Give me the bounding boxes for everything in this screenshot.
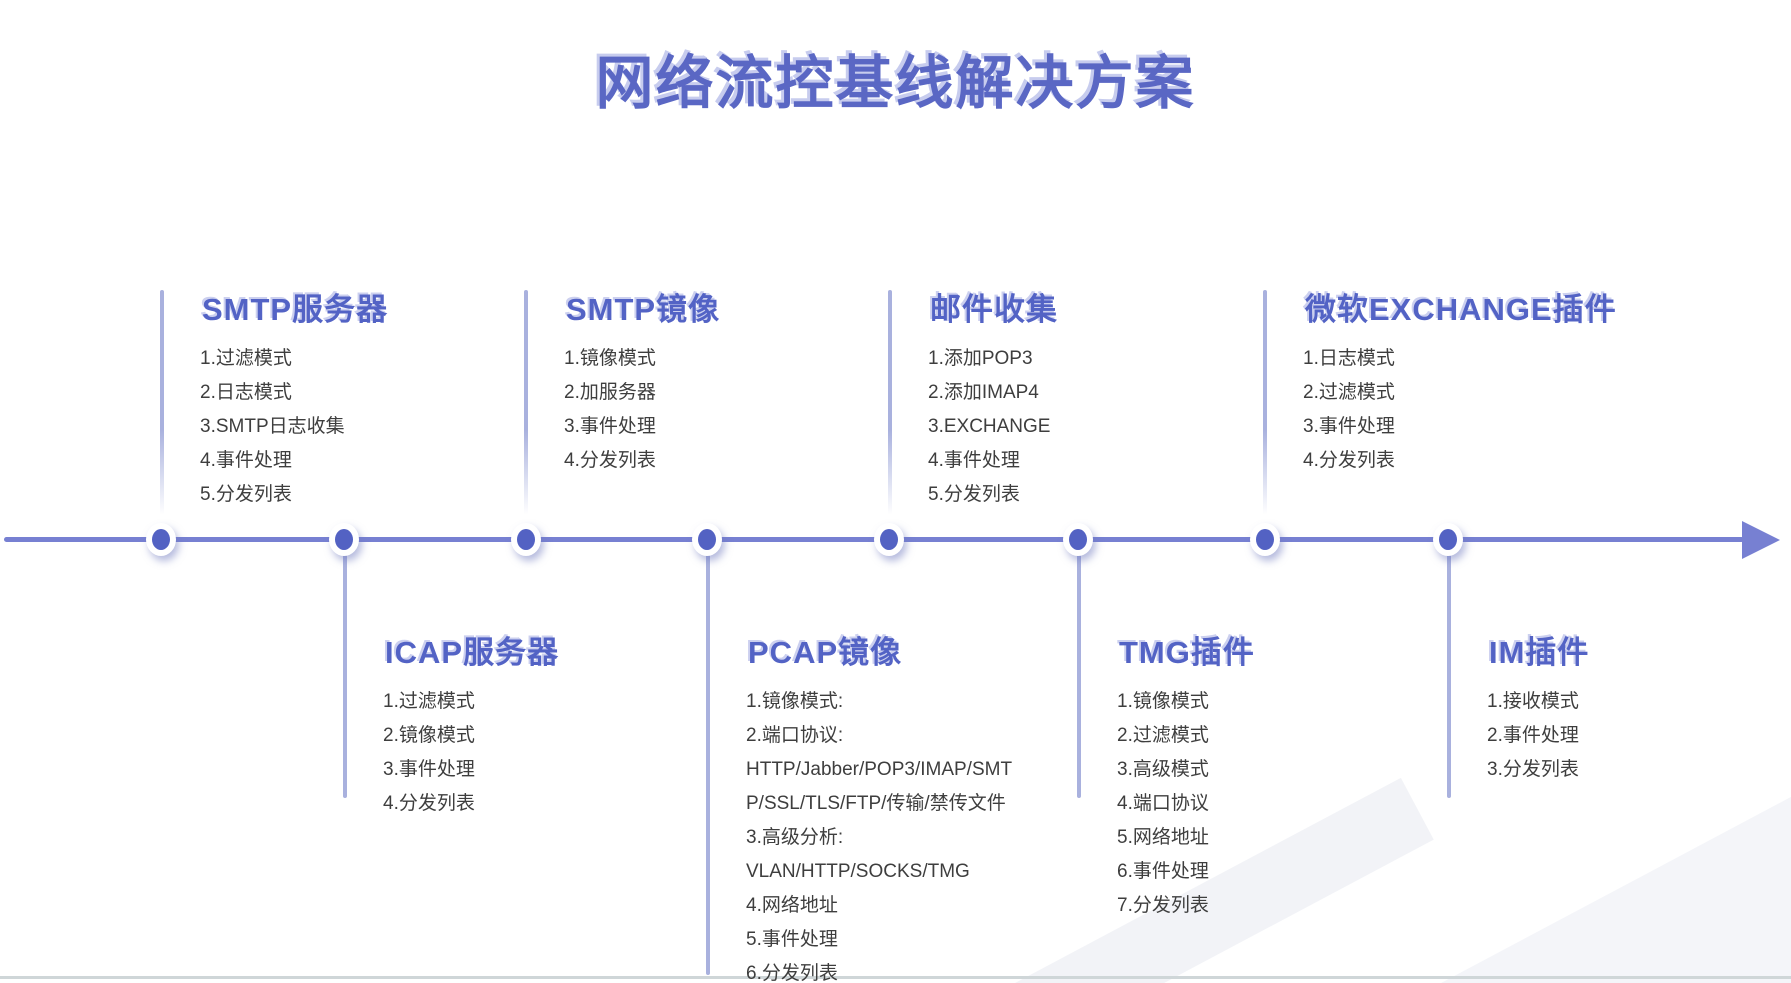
column-item: 2.端口协议: xyxy=(746,725,844,746)
column-item: 4.事件处理 xyxy=(928,450,1020,471)
column-item: 3.高级分析: xyxy=(746,827,844,848)
column-ms-exchange-plugin: 微软EXCHANGE插件 1.日志模式 2.过滤模式 3.事件处理 4.分发列表 xyxy=(1263,290,1623,515)
column-item: 1.过滤模式 xyxy=(383,691,475,712)
column-item-list: 1.镜像模式 2.过滤模式 3.高级模式 4.端口协议 5.网络地址 6.事件处理 7.分发… xyxy=(1077,685,1437,923)
column-smtp-server: SMTP服务器 1.过滤模式 2.日志模式 3.SMTP日志收集 4.事件处理 5.分发… xyxy=(160,290,520,515)
column-item: 1.接收模式 xyxy=(1487,691,1579,712)
column-item: 1.镜像模式 xyxy=(1117,691,1209,712)
column-item: VLAN/HTTP/SOCKS/TMG xyxy=(746,861,970,882)
timeline-dot xyxy=(1433,523,1463,556)
column-item: 1.添加POP3 xyxy=(928,348,1033,369)
timeline-dot xyxy=(1063,523,1093,556)
column-item: 5.事件处理 xyxy=(746,929,838,950)
column-item: 2.镜像模式 xyxy=(383,725,475,746)
column-item: 1.过滤模式 xyxy=(200,348,292,369)
column-item: 6.分发列表 xyxy=(746,963,838,983)
column-item: 3.分发列表 xyxy=(1487,759,1579,780)
column-item-list: 1.镜像模式: 2.端口协议: HTTP/Jabber/POP3/IMAP/SMT P… xyxy=(706,685,1066,983)
column-item: 2.日志模式 xyxy=(200,382,292,403)
timeline-dot xyxy=(511,523,541,556)
column-item: 2.事件处理 xyxy=(1487,725,1579,746)
column-item: 3.高级模式 xyxy=(1117,759,1209,780)
column-item: 5.分发列表 xyxy=(200,484,292,505)
column-item: 1.镜像模式: xyxy=(746,691,844,712)
column-item-list: 1.镜像模式 2.加服务器 3.事件处理 4.分发列表 xyxy=(524,342,884,478)
column-title: SMTP服务器 xyxy=(202,292,389,327)
column-item: 4.网络地址 xyxy=(746,895,838,916)
column-item: 3.事件处理 xyxy=(383,759,475,780)
column-title: IM插件 xyxy=(1489,635,1590,670)
column-connector-line xyxy=(1077,548,1081,798)
column-item: 7.分发列表 xyxy=(1117,895,1209,916)
column-item: 3.事件处理 xyxy=(1303,416,1395,437)
column-connector-line xyxy=(343,548,347,798)
column-title: PCAP镜像 xyxy=(748,635,903,670)
column-item: 3.SMTP日志收集 xyxy=(200,416,345,437)
column-title: TMG插件 xyxy=(1119,635,1255,670)
timeline-dot xyxy=(329,523,359,556)
column-item: P/SSL/TLS/FTP/传输/禁传文件 xyxy=(746,793,1006,814)
column-connector-line xyxy=(524,290,528,515)
column-title: 邮件收集 xyxy=(930,292,1058,327)
column-item: 2.过滤模式 xyxy=(1303,382,1395,403)
column-icap-server: ICAP服务器 1.过滤模式 2.镜像模式 3.事件处理 4.分发列表 xyxy=(343,548,703,814)
column-item: 6.事件处理 xyxy=(1117,861,1209,882)
column-connector-line xyxy=(1447,548,1451,798)
column-title: SMTP镜像 xyxy=(566,292,721,327)
column-item: HTTP/Jabber/POP3/IMAP/SMT xyxy=(746,759,1013,780)
timeline-arrow-icon xyxy=(1742,521,1780,559)
column-item: 1.镜像模式 xyxy=(564,348,656,369)
column-connector-line xyxy=(888,290,892,515)
column-item: 3.EXCHANGE xyxy=(928,416,1051,437)
slide-bottom-border xyxy=(0,976,1791,979)
timeline-dot xyxy=(1250,523,1280,556)
column-item: 4.分发列表 xyxy=(1303,450,1395,471)
column-connector-line xyxy=(706,548,710,975)
timeline-dot xyxy=(692,523,722,556)
column-pcap-mirror: PCAP镜像 1.镜像模式: 2.端口协议: HTTP/Jabber/POP3/IM… xyxy=(706,548,1066,983)
page-title: 网络流控基线解决方案 xyxy=(595,51,1196,116)
column-title: 微软EXCHANGE插件 xyxy=(1305,292,1617,327)
column-item: 3.事件处理 xyxy=(564,416,656,437)
column-item-list: 1.过滤模式 2.镜像模式 3.事件处理 4.分发列表 xyxy=(343,685,703,821)
column-mail-collection: 邮件收集 1.添加POP3 2.添加IMAP4 3.EXCHANGE 4.事件处理 5.… xyxy=(888,290,1248,515)
column-connector-line xyxy=(1263,290,1267,515)
column-tmg-plugin: TMG插件 1.镜像模式 2.过滤模式 3.高级模式 4.端口协议 5.网络地址 6.事件… xyxy=(1077,548,1437,916)
column-item-list: 1.接收模式 2.事件处理 3.分发列表 xyxy=(1447,685,1787,787)
column-item: 4.事件处理 xyxy=(200,450,292,471)
column-item-list: 1.日志模式 2.过滤模式 3.事件处理 4.分发列表 xyxy=(1263,342,1623,478)
timeline-dot xyxy=(874,523,904,556)
column-item: 5.分发列表 xyxy=(928,484,1020,505)
column-item: 2.添加IMAP4 xyxy=(928,382,1039,403)
column-item: 5.网络地址 xyxy=(1117,827,1209,848)
column-title: ICAP服务器 xyxy=(385,635,560,670)
column-smtp-mirror: SMTP镜像 1.镜像模式 2.加服务器 3.事件处理 4.分发列表 xyxy=(524,290,884,515)
column-item-list: 1.添加POP3 2.添加IMAP4 3.EXCHANGE 4.事件处理 5.分发列表 xyxy=(888,342,1248,512)
column-item: 2.过滤模式 xyxy=(1117,725,1209,746)
timeline-dot xyxy=(146,523,176,556)
column-item: 4.分发列表 xyxy=(564,450,656,471)
column-item: 1.日志模式 xyxy=(1303,348,1395,369)
column-im-plugin: IM插件 1.接收模式 2.事件处理 3.分发列表 xyxy=(1447,548,1787,798)
column-item-list: 1.过滤模式 2.日志模式 3.SMTP日志收集 4.事件处理 5.分发列表 xyxy=(160,342,520,512)
column-connector-line xyxy=(160,290,164,515)
column-item: 2.加服务器 xyxy=(564,382,656,403)
column-item: 4.分发列表 xyxy=(383,793,475,814)
column-item: 4.端口协议 xyxy=(1117,793,1209,814)
